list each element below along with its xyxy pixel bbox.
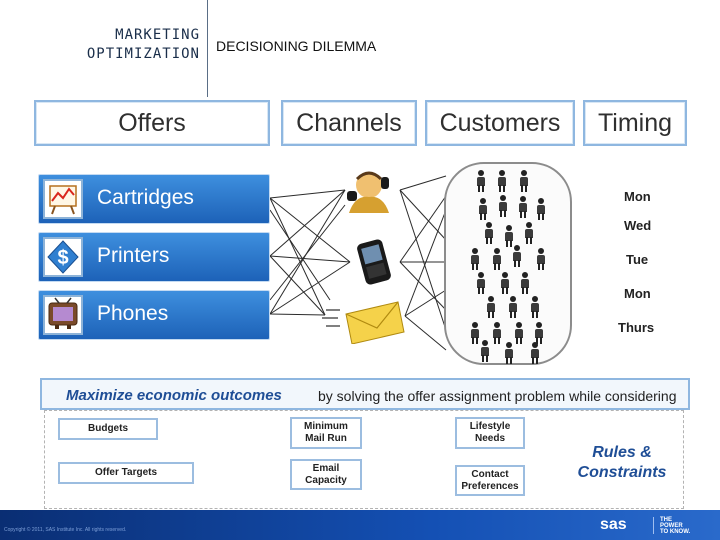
- timing-item: Mon: [624, 189, 651, 204]
- call-center-agent-icon: [343, 165, 399, 213]
- dollar-icon: $: [43, 237, 83, 277]
- logo-tagline-1: THE: [660, 517, 672, 523]
- customer-pool: [444, 162, 572, 365]
- person-icon: [536, 248, 546, 270]
- column-header-channels-label: Channels: [296, 109, 402, 137]
- column-header-customers-label: Customers: [439, 109, 561, 137]
- svg-text:$: $: [57, 247, 68, 269]
- chart-easel-icon: [43, 179, 83, 219]
- person-icon: [512, 245, 522, 267]
- offer-label-cartridges: Cartridges: [97, 186, 194, 209]
- person-icon: [534, 322, 544, 344]
- logo-tagline-2: POWER: [660, 523, 683, 529]
- constraint-lifestyle-needs: Lifestyle Needs: [455, 417, 525, 449]
- column-header-offers: Offers: [34, 100, 270, 146]
- person-icon: [497, 170, 507, 192]
- person-icon: [476, 272, 486, 294]
- timing-item: Thurs: [618, 320, 655, 335]
- person-icon: [498, 195, 508, 217]
- timing-item: Mon: [624, 286, 651, 301]
- offer-cartridges[interactable]: Cartridges: [38, 174, 270, 224]
- person-icon: [476, 170, 486, 192]
- person-icon: [536, 198, 546, 220]
- logo-divider: [653, 517, 654, 534]
- person-icon: [530, 296, 540, 318]
- mobile-phone-icon: [355, 235, 395, 287]
- person-icon: [470, 248, 480, 270]
- column-header-customers: Customers: [425, 100, 575, 146]
- person-icon: [524, 222, 534, 244]
- email-envelope-icon: [344, 300, 406, 345]
- section-label-line2: OPTIMIZATION: [86, 46, 200, 62]
- person-icon: [478, 198, 488, 220]
- person-icon: [484, 222, 494, 244]
- page-title: DECISIONING DILEMMA: [216, 38, 377, 54]
- objective-text: by solving the offer assignment problem …: [318, 388, 677, 404]
- logo-tagline: THE POWER TO KNOW.: [660, 517, 690, 535]
- offer-printers[interactable]: $ Printers: [38, 232, 270, 282]
- column-header-timing-label: Timing: [597, 109, 673, 137]
- logo-tagline-3: TO KNOW.: [660, 529, 691, 535]
- constraint-email-capacity: Email Capacity: [290, 459, 362, 490]
- objective-banner: Maximize economic outcomes by solving th…: [40, 378, 690, 410]
- rules-constraints-label: Rules & Constraints: [562, 443, 682, 483]
- section-label-line1: MARKETING: [115, 27, 200, 43]
- constraints-area: [44, 410, 684, 509]
- constraint-minimum-mail-run: Minimum Mail Run: [290, 417, 362, 449]
- sas-logo: sas: [600, 516, 627, 533]
- person-icon: [518, 196, 528, 218]
- column-header-timing: Timing: [583, 100, 687, 146]
- rules-line1: Rules &: [592, 444, 652, 461]
- offer-phones[interactable]: Phones: [38, 290, 270, 340]
- person-icon: [504, 342, 514, 364]
- offer-label-phones: Phones: [97, 302, 169, 325]
- objective-emphasis: Maximize economic outcomes: [66, 387, 282, 404]
- column-header-offers-label: Offers: [118, 109, 186, 137]
- person-icon: [500, 272, 510, 294]
- footer-bar: Copyright © 2011, SAS Institute Inc. All…: [0, 510, 720, 540]
- constraint-contact-preferences: Contact Preferences: [455, 465, 525, 496]
- copyright-text: Copyright © 2011, SAS Institute Inc. All…: [4, 527, 127, 533]
- timing-item: Wed: [624, 218, 652, 233]
- person-icon: [530, 342, 540, 364]
- rules-line2: Constraints: [577, 464, 667, 481]
- person-icon: [520, 272, 530, 294]
- timing-item: Tue: [626, 252, 649, 267]
- header-divider: [207, 0, 208, 97]
- person-icon: [514, 322, 524, 344]
- section-label: MARKETING OPTIMIZATION: [40, 26, 200, 64]
- person-icon: [519, 170, 529, 192]
- person-icon: [508, 296, 518, 318]
- offer-label-printers: Printers: [97, 244, 170, 267]
- constraint-budgets: Budgets: [58, 418, 158, 440]
- person-icon: [492, 248, 502, 270]
- column-header-channels: Channels: [281, 100, 417, 146]
- person-icon: [504, 225, 514, 247]
- tv-icon: [43, 295, 83, 335]
- person-icon: [480, 340, 490, 362]
- person-icon: [470, 322, 480, 344]
- person-icon: [492, 322, 502, 344]
- person-icon: [486, 296, 496, 318]
- constraint-offer-targets: Offer Targets: [58, 462, 194, 484]
